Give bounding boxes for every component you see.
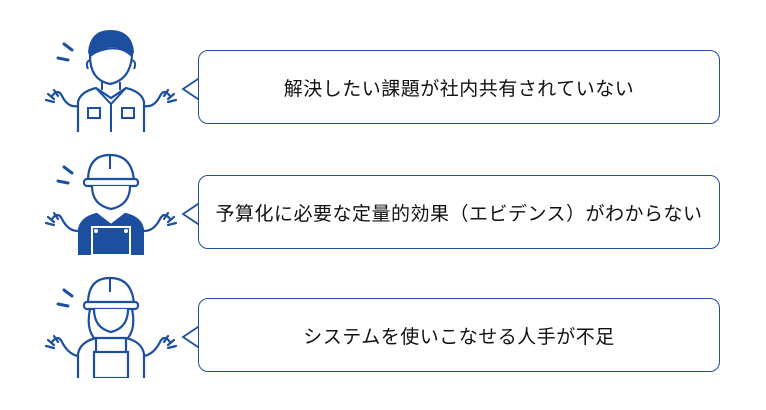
issue-text: システムを使いこなせる人手が不足 [303,325,615,348]
speech-bubble-tail [181,201,202,227]
issue-row-3: システムを使いこなせる人手が不足 [0,268,766,378]
issue-row-2: 予算化に必要な定量的効果（エビデンス）がわからない [0,145,766,255]
issue-text: 予算化に必要な定量的効果（エビデンス）がわからない [215,202,703,225]
female-worker-helmet-sweat-icon [44,276,178,378]
speech-bubble-tail [181,76,202,102]
speech-bubble-tail [181,324,202,350]
issue-text: 解決したい課題が社内共有されていない [283,77,635,100]
construction-worker-helmet-sweat-icon [44,153,178,255]
issue-row-1: 解決したい課題が社内共有されていない [0,22,766,132]
speech-bubble: 解決したい課題が社内共有されていない [198,50,720,124]
speech-bubble: システムを使いこなせる人手が不足 [198,298,720,372]
office-worker-sweat-icon [44,30,178,132]
speech-bubble: 予算化に必要な定量的効果（エビデンス）がわからない [198,175,720,249]
